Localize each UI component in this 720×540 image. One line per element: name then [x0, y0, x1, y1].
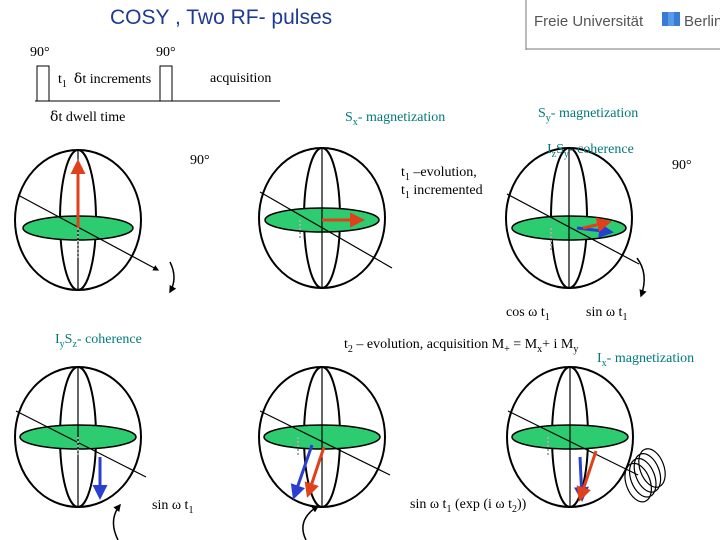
- vector-cos-component: [582, 217, 612, 233]
- sy-magnetization-label: Sy- magnetization: [538, 106, 639, 124]
- dwell-time-label: δt dwell time: [50, 109, 126, 125]
- cos-label: cos ω t1: [506, 305, 550, 323]
- sphere-6: [506, 366, 639, 508]
- sphere-5: [258, 366, 391, 508]
- rf-pulse-1: [36, 65, 50, 102]
- pulse1-label: 90°: [30, 45, 50, 60]
- slide-title: COSY , Two RF- pulses: [110, 6, 333, 29]
- x-axis: [259, 191, 393, 269]
- pulse-90-left-label: 90°: [190, 153, 210, 168]
- bottom-sin-left-label: sin ω t1: [152, 498, 194, 516]
- sx-magnetization-label: Sx- magnetization: [345, 110, 446, 128]
- pulse2-label: 90°: [156, 45, 176, 60]
- vector-red: [576, 450, 598, 502]
- sphere-1: [14, 149, 177, 294]
- rf-pulse-2: [159, 65, 173, 102]
- vector-red: [304, 446, 326, 498]
- x-axis: [506, 193, 640, 265]
- pulse-90-right-label: 90°: [672, 158, 692, 173]
- t1-evolution-label-1: t1 –evolution,: [401, 165, 477, 183]
- logo-text-right: Berlin: [684, 13, 720, 30]
- acquisition-label: acquisition: [210, 71, 272, 86]
- vector-blue: [290, 444, 314, 500]
- rotation-arrow-icon: [302, 505, 320, 540]
- rotation-arrow-icon: [169, 261, 177, 294]
- x-axis: [17, 194, 160, 271]
- bottom-sin-mid-label: sin ω t1 (exp (i ω t2)): [410, 497, 527, 515]
- sphere-4: [14, 366, 147, 508]
- t2-evolution-label: t2 – evolution, acquisition M+ = Mx+ i M…: [344, 337, 579, 355]
- sphere-2: [258, 147, 393, 289]
- x-axis: [259, 410, 391, 476]
- rotation-arrow-icon: [636, 257, 647, 298]
- pulse-sequence: [35, 65, 280, 102]
- t1-evolution-label-2: t1 incremented: [401, 183, 483, 201]
- t1-increment-label: t1 δt increments: [58, 71, 152, 90]
- logo-emblem-icon: [662, 12, 680, 26]
- logo-text-left: Freie Universität: [534, 13, 644, 30]
- sphere-3: [505, 147, 647, 298]
- sin-label: sin ω t1: [586, 305, 628, 323]
- x-axis: [507, 410, 639, 476]
- university-logo: Freie Universität Berlin: [524, 0, 720, 50]
- izsy-coherence-label: IzSy- coherence: [547, 142, 634, 160]
- ix-magnetization-label: Ix- magnetization: [597, 351, 695, 369]
- x-axis: [15, 410, 147, 478]
- iysz-coherence-label: IySz- coherence: [55, 332, 142, 350]
- fid-spiral-icon: [624, 448, 666, 503]
- rotation-arrow-icon: [112, 503, 121, 540]
